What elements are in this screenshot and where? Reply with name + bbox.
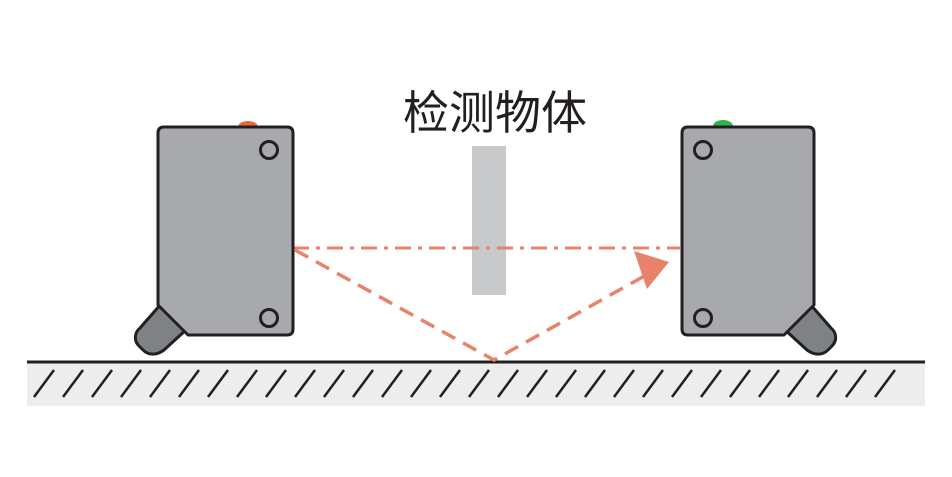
floor-hatch-line	[264, 369, 288, 398]
floor-hatch-line	[438, 369, 462, 398]
floor-hatch-line	[583, 369, 607, 398]
floor-hatch-line	[786, 369, 810, 398]
floor-hatch-line	[380, 369, 404, 398]
floor-hatch-line	[351, 369, 375, 398]
floor-hatch-line	[409, 369, 433, 398]
floor-hatch-line	[728, 369, 752, 398]
floor-hatch-line	[467, 369, 491, 398]
floor-hatch-line	[612, 369, 636, 398]
object-label: 检测物体	[403, 86, 587, 140]
floor-hatch-line	[554, 369, 578, 398]
screw-hole-icon	[259, 140, 279, 160]
floor-hatching	[32, 369, 897, 398]
floor-hatch-line	[235, 369, 259, 398]
floor-hatch-line	[206, 369, 230, 398]
screw-hole-icon	[259, 308, 279, 328]
arrowhead-icon	[634, 251, 669, 289]
floor-hatch-line	[148, 369, 172, 398]
floor-hatch-line	[32, 369, 56, 398]
receiver-connector	[782, 302, 838, 356]
floor-hatch-line	[293, 369, 317, 398]
floor-hatch-line	[177, 369, 201, 398]
emitter-sensor	[133, 121, 295, 356]
floor-hatch-line	[61, 369, 85, 398]
photoelectric-sensor-icon	[680, 125, 816, 337]
screw-hole-icon	[693, 308, 713, 328]
floor-fill	[27, 362, 925, 406]
photoelectric-sensor-icon	[156, 125, 295, 337]
floor-hatch-line	[670, 369, 694, 398]
floor-hatch-line	[322, 369, 346, 398]
floor-hatch-line	[815, 369, 839, 398]
floor	[27, 360, 925, 406]
screw-hole-icon	[693, 140, 713, 160]
floor-hatch-line	[844, 369, 868, 398]
floor-hatch-line	[119, 369, 143, 398]
floor-hatch-line	[90, 369, 114, 398]
floor-hatch-line	[525, 369, 549, 398]
receiver-sensor	[680, 120, 838, 356]
emitter-connector	[133, 302, 189, 356]
floor-hatch-line	[699, 369, 723, 398]
reflected-beam-path	[294, 248, 649, 363]
target-object	[472, 146, 506, 295]
floor-hatch-line	[496, 369, 520, 398]
floor-hatch-line	[641, 369, 665, 398]
light-beam	[293, 246, 680, 363]
floor-hatch-line	[873, 369, 897, 398]
floor-hatch-line	[757, 369, 781, 398]
